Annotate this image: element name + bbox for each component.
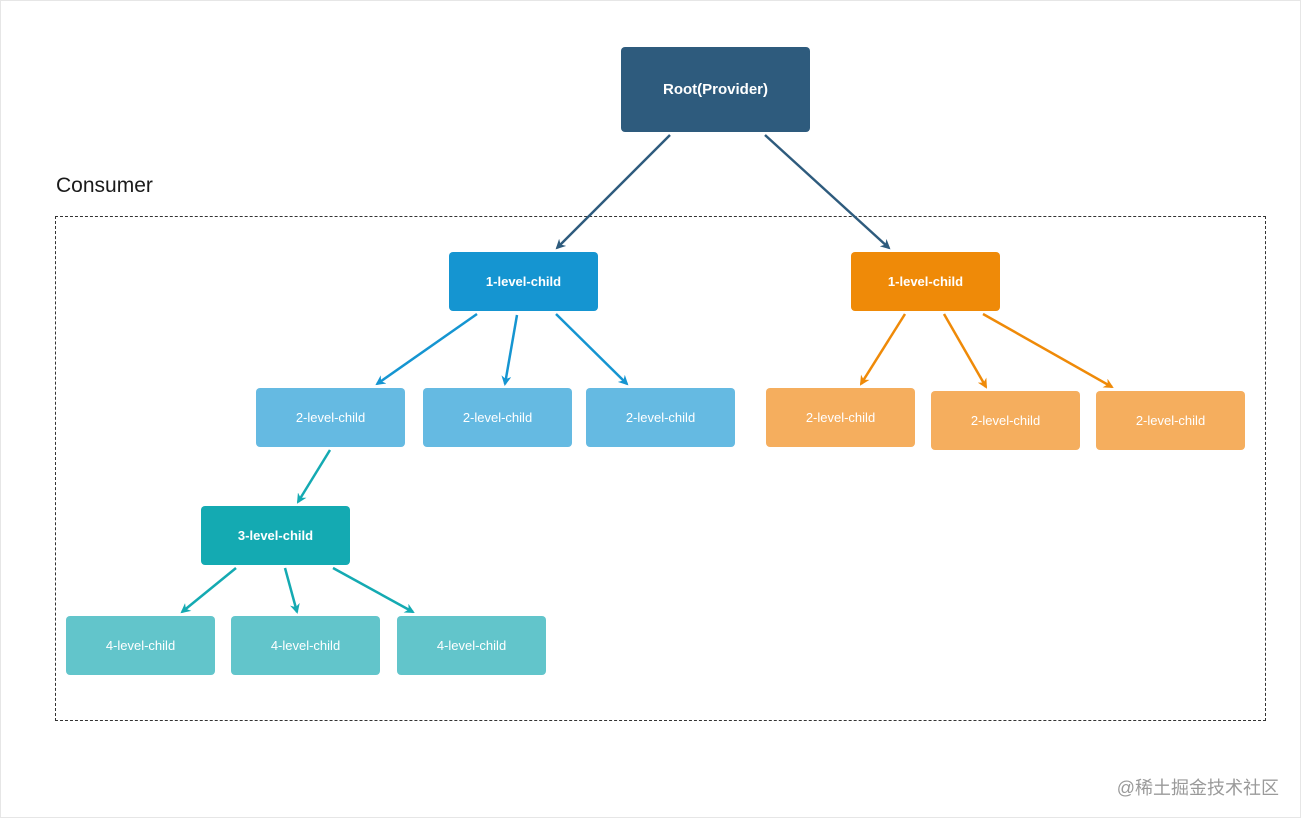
level4-node: 4-level-child — [66, 616, 215, 675]
root-provider-node: Root(Provider) — [621, 47, 810, 132]
right-level1-node: 1-level-child — [851, 252, 1000, 311]
edge-right-l2-2 — [942, 313, 988, 389]
edge-left-l2-2 — [501, 314, 519, 386]
edge-left-l2-3 — [555, 313, 629, 386]
edge-root-left — [555, 134, 671, 250]
level4-node: 4-level-child — [231, 616, 380, 675]
edge-right-l2-3 — [982, 312, 1114, 389]
consumer-boundary — [55, 216, 1266, 721]
edge-l3-l4-2 — [283, 567, 300, 614]
consumer-label: Consumer — [56, 174, 153, 197]
level4-node: 4-level-child — [397, 616, 546, 675]
edge-l3-l4-1 — [180, 567, 237, 614]
level3-node: 3-level-child — [201, 506, 350, 565]
edge-l2-l3 — [296, 449, 332, 504]
edge-root-right — [764, 134, 891, 250]
watermark: @稀土掘金技术社区 — [1116, 778, 1279, 798]
left-level1-node: 1-level-child — [449, 252, 598, 311]
left-level2-node: 2-level-child — [423, 388, 572, 447]
edge-right-l2-1 — [859, 313, 907, 386]
right-level2-node: 2-level-child — [766, 388, 915, 447]
left-level2-node: 2-level-child — [256, 388, 405, 447]
right-level2-node: 2-level-child — [1096, 391, 1245, 450]
left-level2-node: 2-level-child — [586, 388, 735, 447]
edge-left-l2-1 — [375, 312, 478, 386]
right-level2-node: 2-level-child — [931, 391, 1080, 450]
edge-l3-l4-3 — [332, 566, 415, 614]
